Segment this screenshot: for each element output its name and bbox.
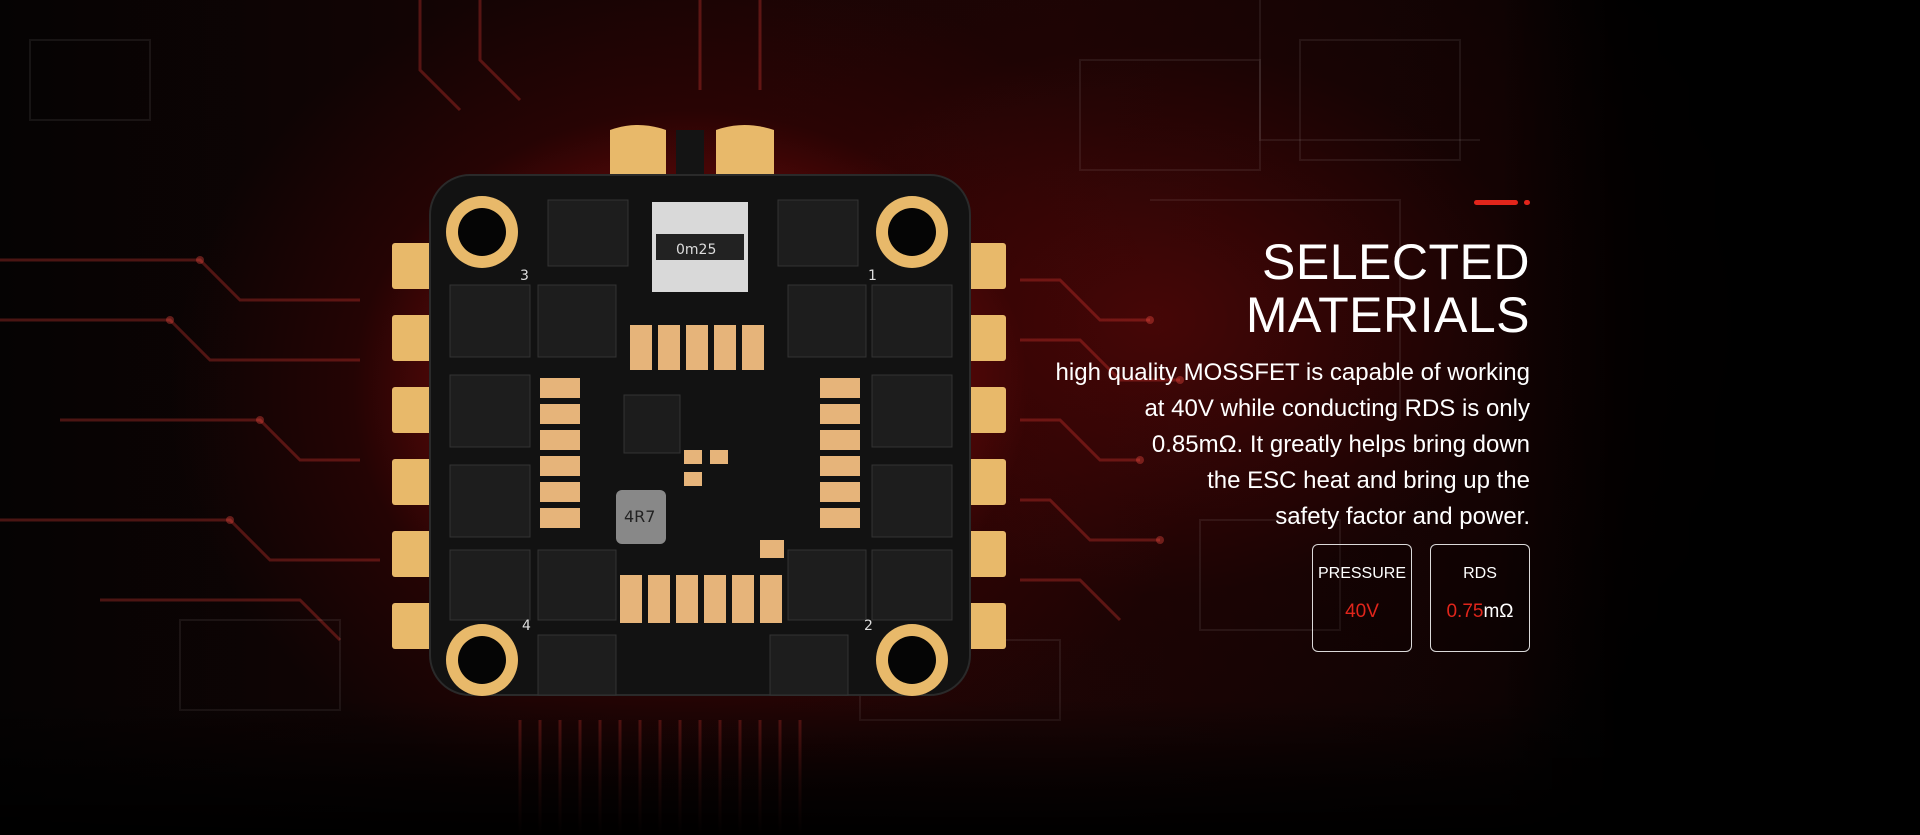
description-line: high quality MOSSFET is capable of worki… [1055, 359, 1530, 386]
description-line: at 40V while conducting RDS is only [1144, 395, 1530, 422]
spec-label: RDS [1463, 565, 1497, 582]
motor-marking-4: 4 [522, 618, 531, 634]
spec-value: 0.75mΩ [1446, 601, 1514, 622]
spec-card-pressure: PRESSURE 40V [1312, 544, 1412, 652]
description-line: 0.85mΩ. It greatly helps bring down [1151, 431, 1530, 458]
right-fade [1500, 0, 1920, 835]
motor-marking-1: 1 [868, 268, 877, 284]
mount-holes [446, 196, 948, 696]
shunt-marking: 0m25 [676, 242, 716, 258]
esc-board-image: 0m25 4R7 3 1 4 2 [392, 125, 1006, 696]
spec-cards: PRESSURE 40V RDS 0.75mΩ [1312, 544, 1530, 652]
spec-card-rds: RDS 0.75mΩ [1430, 544, 1530, 652]
motor-marking-2: 2 [864, 618, 873, 634]
section-description: high quality MOSSFET is capable of worki… [970, 355, 1530, 535]
spec-value: 40V [1345, 601, 1379, 622]
top-power-pads [610, 125, 774, 180]
accent-dot [1524, 200, 1530, 205]
description-line: the ESC heat and bring up the [1207, 467, 1530, 494]
description-line: safety factor and power. [1275, 503, 1530, 530]
inductor-marking: 4R7 [624, 507, 655, 526]
spec-label: PRESSURE [1317, 565, 1407, 582]
section-title: SELECTED MATERIALS [1245, 234, 1530, 343]
accent-bar [1474, 200, 1518, 205]
feature-panel: SELECTED MATERIALS high quality MOSSFET … [970, 200, 1530, 652]
bottom-fade [0, 700, 1920, 835]
motor-marking-3: 3 [520, 268, 529, 284]
accent-line [1470, 200, 1530, 206]
